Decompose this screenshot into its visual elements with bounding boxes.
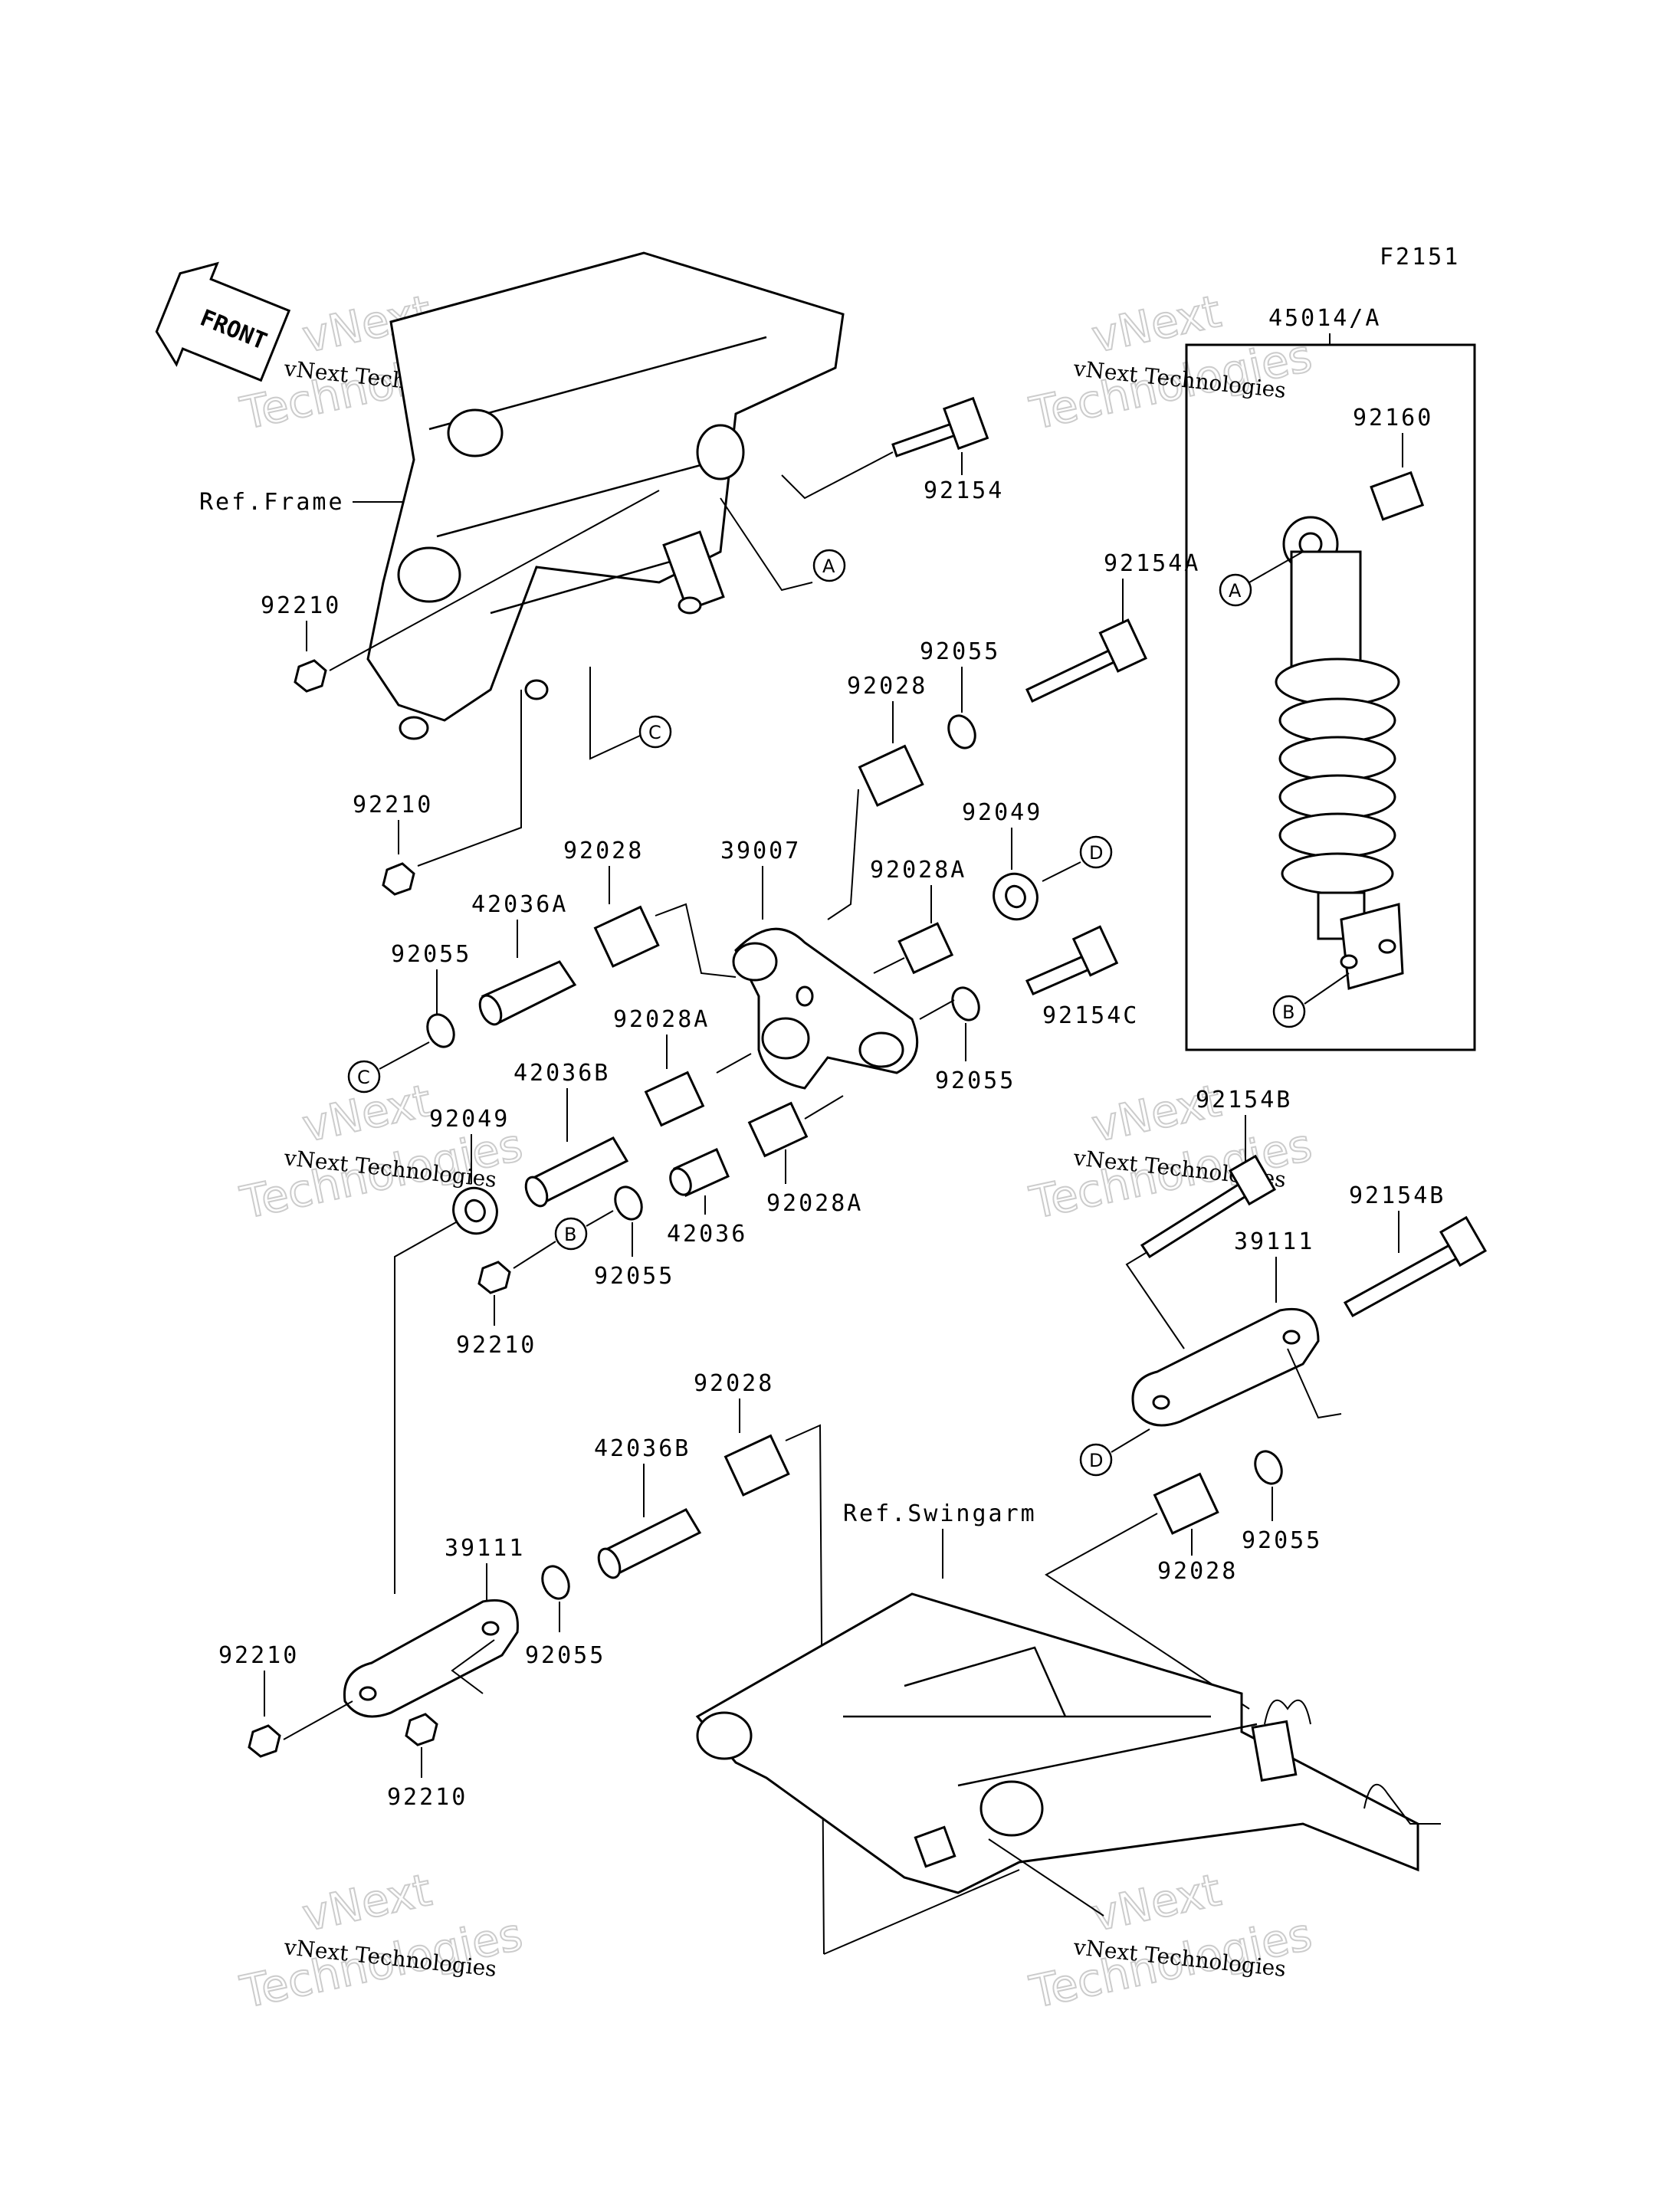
- svg-text:B: B: [1282, 1002, 1294, 1023]
- collar-42036: [669, 1148, 730, 1197]
- part-label-39111-left: 39111: [445, 1535, 525, 1562]
- part-label-42036: 42036: [667, 1221, 747, 1248]
- callout-a-shock: A: [1219, 551, 1304, 607]
- watermark-bottom-right: vNext Technologies vNext Technologies: [1025, 1863, 1317, 2019]
- part-label-92028A-lower: 92028A: [766, 1190, 863, 1217]
- part-label-92160: 92160: [1353, 405, 1433, 431]
- part-label-92028-upper: 92028: [847, 673, 927, 700]
- shock-absorber-drawing: [1275, 516, 1404, 990]
- svg-text:B: B: [564, 1224, 576, 1245]
- oring-92055-midleft: [426, 1013, 455, 1048]
- collar-42036B-lower: [597, 1508, 702, 1579]
- part-label-42036B-lower: 42036B: [594, 1435, 691, 1462]
- bushing-92160: [1370, 471, 1425, 521]
- part-label-45014A: 45014/A: [1268, 305, 1381, 332]
- bushing-92028A-lower: [747, 1101, 809, 1158]
- svg-text:A: A: [822, 556, 835, 577]
- svg-text:D: D: [1089, 842, 1103, 864]
- part-label-92055-rocker: 92055: [935, 1067, 1016, 1094]
- part-label-92154: 92154: [924, 477, 1004, 504]
- part-label-92028-lower: 92028: [694, 1370, 774, 1397]
- part-label-92154A: 92154A: [1104, 550, 1200, 577]
- oring-92055-lower: [541, 1565, 570, 1600]
- frame-drawing: [366, 251, 845, 740]
- part-label-92028A-mid: 92028A: [613, 1006, 710, 1033]
- svg-text:A: A: [1229, 580, 1242, 602]
- bolt-92154B-a: [1140, 1154, 1277, 1259]
- bushing-92028A-mid: [644, 1071, 705, 1127]
- rocker-arm-39007: [732, 927, 919, 1090]
- tie-rod-39111-right: [1131, 1307, 1320, 1427]
- bolt-92154C: [1025, 925, 1119, 995]
- part-label-92028A-upper: 92028A: [870, 857, 966, 884]
- bushing-92028-lower: [724, 1434, 790, 1497]
- oring-92055-upper: [947, 714, 976, 749]
- bushing-92028A-upper: [897, 922, 954, 975]
- bushing-92028-rightlower: [1153, 1472, 1219, 1535]
- front-arrow-icon: FRONT: [155, 261, 291, 382]
- nut-92210-b: [382, 862, 415, 896]
- svg-text:C: C: [648, 722, 661, 743]
- collar-42036B-mid: [524, 1136, 629, 1208]
- watermark-bottom-left: vNext Technologies vNext Technologies: [235, 1863, 528, 2019]
- nut-92210-e: [405, 1713, 438, 1746]
- callout-c-left: C: [347, 1041, 430, 1094]
- oring-92055-midlower: [614, 1185, 643, 1221]
- callout-a-frame: A: [720, 497, 846, 592]
- part-label-92210-d: 92210: [218, 1642, 299, 1669]
- part-label-92055-rightlower: 92055: [1242, 1527, 1322, 1554]
- part-label-92028-rightlower: 92028: [1157, 1558, 1238, 1585]
- callout-b-mid: B: [554, 1210, 614, 1251]
- part-label-92028-mid: 92028: [563, 838, 644, 864]
- part-label-92210-a: 92210: [261, 592, 341, 619]
- part-label-92154C: 92154C: [1042, 1002, 1139, 1029]
- part-label-42036B-mid: 42036B: [514, 1060, 610, 1087]
- nut-92210-d: [248, 1724, 281, 1758]
- part-label-92154B-b: 92154B: [1349, 1182, 1445, 1209]
- ref-swingarm-label: Ref.Swingarm: [843, 1500, 1037, 1527]
- part-label-92049-upper: 92049: [962, 799, 1042, 826]
- bolt-92154: [891, 396, 989, 457]
- oring-92055-rightlower: [1254, 1450, 1283, 1485]
- part-label-92055-midlower: 92055: [594, 1263, 674, 1290]
- part-label-92049-left: 92049: [429, 1106, 510, 1133]
- callout-c-frame: C: [589, 667, 672, 760]
- bolt-92154B-b: [1343, 1215, 1488, 1318]
- collar-42036A: [478, 960, 577, 1026]
- part-label-39007: 39007: [720, 838, 801, 864]
- svg-text:C: C: [357, 1067, 370, 1088]
- bolt-92154A: [1025, 618, 1147, 703]
- bushing-92028-upper: [858, 744, 924, 807]
- swingarm-drawing: [695, 1592, 1441, 1894]
- part-label-92210-e: 92210: [387, 1784, 468, 1811]
- tie-rod-39111-left: [343, 1599, 519, 1718]
- svg-text:D: D: [1089, 1450, 1103, 1471]
- part-label-92210-c: 92210: [456, 1332, 536, 1359]
- oring-92055-rocker: [951, 986, 980, 1021]
- part-label-39111-right: 39111: [1234, 1228, 1314, 1255]
- part-label-42036A: 42036A: [471, 891, 568, 918]
- part-label-92210-b: 92210: [353, 792, 433, 818]
- figure-code: F2151: [1380, 244, 1460, 271]
- callout-d-upper: D: [1042, 835, 1113, 882]
- part-label-92154B-a: 92154B: [1196, 1087, 1292, 1113]
- bushing-92028-mid: [593, 905, 660, 968]
- nut-92210-a: [294, 659, 327, 693]
- part-label-92055-midleft: 92055: [391, 941, 471, 968]
- part-label-92055-upper: 92055: [920, 638, 1000, 665]
- nut-92210-c: [477, 1261, 511, 1294]
- ref-frame-label: Ref.Frame: [199, 489, 345, 516]
- callout-b-shock: B: [1272, 972, 1350, 1028]
- part-label-92055-lower: 92055: [525, 1642, 605, 1669]
- callout-d-lower: D: [1079, 1428, 1150, 1477]
